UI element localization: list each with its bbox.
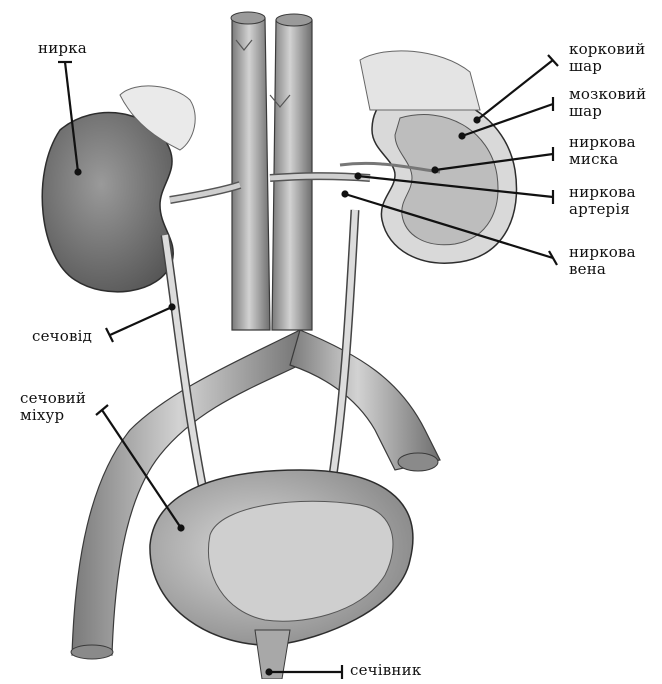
bladder	[150, 470, 413, 679]
label-cortex: корковий шар	[569, 41, 645, 75]
label-medulla: мозковий шар	[569, 86, 646, 120]
renal-vessels	[170, 176, 370, 200]
right-kidney-section	[340, 51, 517, 263]
label-artery: ниркова артерія	[569, 184, 636, 218]
label-ureter: сечовід	[32, 328, 92, 345]
leader-cortex	[477, 60, 553, 120]
label-pelvis: ниркова миска	[569, 134, 636, 168]
aorta-and-vena-cava	[231, 12, 312, 330]
leader-ureter	[110, 307, 172, 335]
label-urethra: сечівник	[350, 662, 421, 679]
label-vein: ниркова вена	[569, 244, 636, 278]
label-bladder: сечовий міхур	[20, 390, 86, 424]
label-kidney: нирка	[38, 40, 87, 57]
